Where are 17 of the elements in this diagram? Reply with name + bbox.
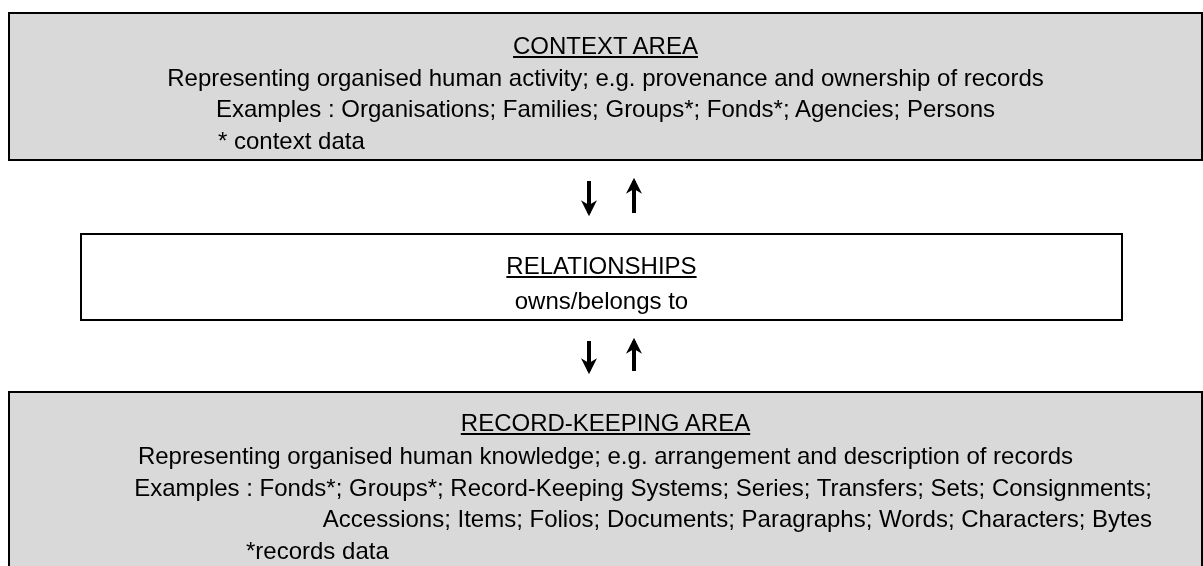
- arrow: [581, 341, 597, 375]
- area-panel: [8, 12, 1203, 161]
- description-text: Examples : Fonds*; Groups*; Record-Keeping Systems; Series; Transfers; Sets; Consignments; Accessions; Items; Folios; Documents; Paragraphs; Words; Characters; Bytes: [133, 473, 1152, 534]
- arrow: [626, 177, 642, 213]
- description-text: *records data: [246, 536, 389, 566]
- arrow: [626, 337, 642, 371]
- arrow: [581, 181, 597, 217]
- description-text: Representing organised human activity; e.g. provenance and ownership of records: [166, 63, 1045, 93]
- description-text: * context data: [218, 126, 365, 156]
- heading: CONTEXT AREA: [512, 31, 699, 61]
- area-panel: [8, 391, 1203, 566]
- description-text: Examples : Organisations; Families; Groups*; Fonds*; Agencies; Persons: [215, 94, 996, 124]
- description-text: Representing organised human knowledge; e.g. arrangement and description of records: [136, 441, 1075, 471]
- description-text: owns/belongs to: [513, 286, 690, 316]
- heading: RECORD-KEEPING AREA: [459, 408, 752, 438]
- relationship-box: [80, 233, 1123, 321]
- heading: RELATIONSHIPS: [505, 251, 698, 281]
